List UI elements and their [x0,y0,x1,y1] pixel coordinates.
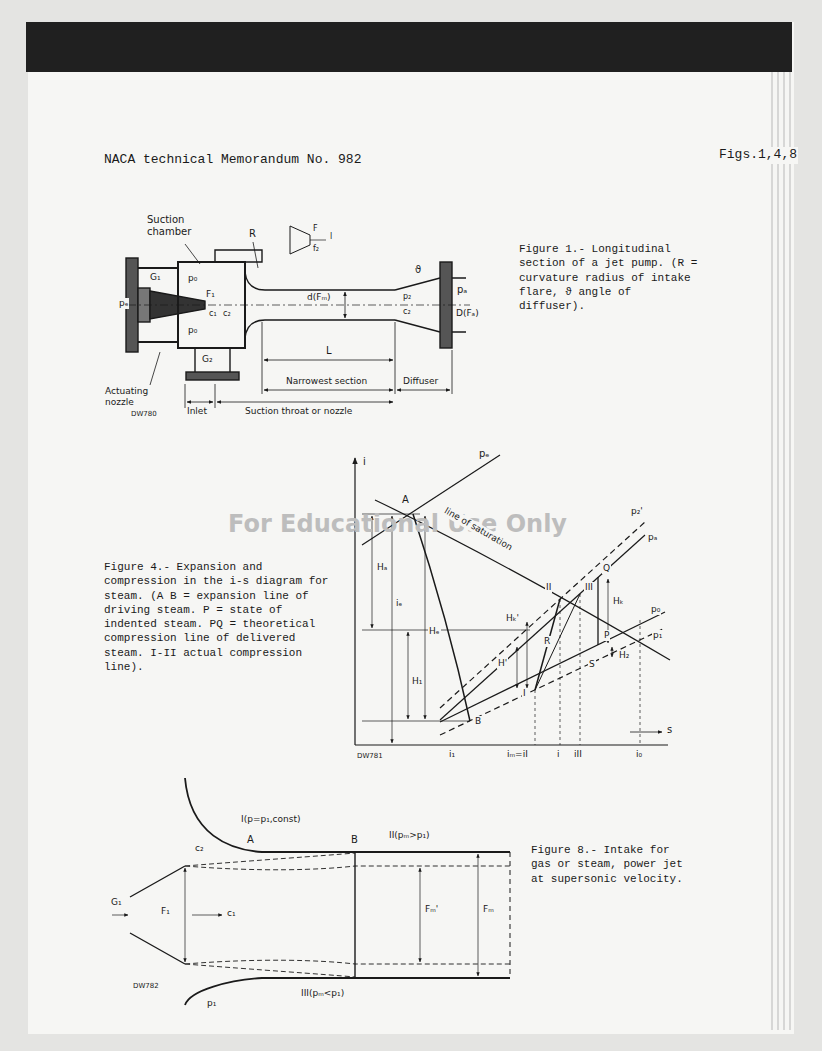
dimension-label: Hₐ [376,562,388,573]
symbol-label: F₁ [205,289,216,300]
symbol-label: p₀ [187,273,198,284]
dimension-label: Hₖ [612,596,625,607]
symbol-label: c₂ [402,307,412,317]
state-point: I [522,688,527,699]
isobar-label: pₑ [478,448,491,460]
symbol-label: p₂ [402,292,412,302]
symbol-label: c₁ [208,309,218,319]
dimension-label: Fₘ' [424,904,439,915]
symbol-label: ϑ [414,264,422,276]
symbol-label: f₂ [312,244,320,254]
symbol-label: G₂ [201,354,214,365]
boundary-label: II(pₘ>p₁) [388,830,431,841]
symbol-label: G₁ [149,272,162,283]
part-name: Inlet [186,406,208,417]
symbol-label: F₁ [160,906,171,917]
paper [28,22,794,1034]
part-name: Diffuser [402,376,439,387]
symbol-label: R [248,228,257,240]
symbol-label: pₐ [456,284,468,296]
boundary-label: III(pₘ<p₁) [300,988,345,999]
symbol-label: D(Fₐ) [455,308,480,319]
figure-caption: Figure 1.- Longitudinal section of a jet… [518,242,700,313]
isobar-label: pₐ [647,532,658,543]
state-point: II [545,582,552,593]
axis-value: i₀ [635,749,643,760]
dimension-label: Hₑ [428,626,441,637]
part-name: Suction throat or nozzle [244,406,353,417]
symbol-label: c₁ [226,908,237,919]
dimension-label: iₑ [395,598,403,609]
symbol-label: G₁ [110,897,123,908]
part-name: Actuating nozzle [104,386,156,408]
state-point: B [474,716,482,727]
symbol-label: p₁ [206,998,217,1009]
supersonic-intake [112,778,510,1005]
drawing-number: DW781 [356,752,384,760]
point-label: A [246,834,255,846]
isobar-label: p₁ [652,630,663,641]
symbol-label: d(Fₘ) [306,292,332,303]
part-name: Narrowest section [285,376,368,387]
dimension-label: H₁ [411,676,423,687]
page-header: Figs.1,4,8 [718,147,798,164]
point-label: B [350,834,359,846]
part-name: Suction chamber [146,214,212,238]
axis-label: i [362,456,367,468]
book-edge [772,72,790,1030]
scan-band [26,22,792,72]
symbol-label: l [329,232,333,242]
axis-value: i₁ [448,749,456,760]
axis-value: iₘ=iI [506,749,529,760]
dimension-label: Hₖ' [505,613,520,624]
isobar-label: p₀ [650,604,661,615]
dimension-label: L [325,345,333,357]
state-point: Q [602,563,611,574]
axis-value: iII [573,749,583,760]
watermark: For Educational Use Only [228,510,567,539]
dimension-label: Fₘ [482,904,495,915]
figure-caption: Figure 8.- Intake for gas or steam, powe… [530,843,692,886]
boundary-label: I(p=p₁,const) [240,814,302,825]
dimension-label: H₂ [618,650,630,661]
figure-caption: Figure 4.- Expansion and compression in … [103,560,333,674]
isobar-label: p₂' [630,506,644,517]
state-point: A [401,494,410,506]
symbol-label: p₀ [187,325,198,336]
dimension-label: H' [497,658,508,669]
drawing-number: DW782 [132,982,160,990]
axis-value: i [556,749,561,760]
page-header: NACA technical Memorandum No. 982 [103,152,362,169]
jet-pump-section [126,226,470,408]
axis-label: s [666,724,673,736]
state-point: S [588,659,596,670]
symbol-label: pₑ [118,298,129,309]
state-point: III [584,582,594,593]
state-point: P [603,630,610,641]
state-point: R [543,636,551,647]
symbol-label: c₂ [194,843,205,854]
symbol-label: c₂ [222,309,232,319]
drawing-number: DW780 [130,410,158,418]
symbol-label: F [312,224,319,234]
i-s-diagram [355,455,670,745]
